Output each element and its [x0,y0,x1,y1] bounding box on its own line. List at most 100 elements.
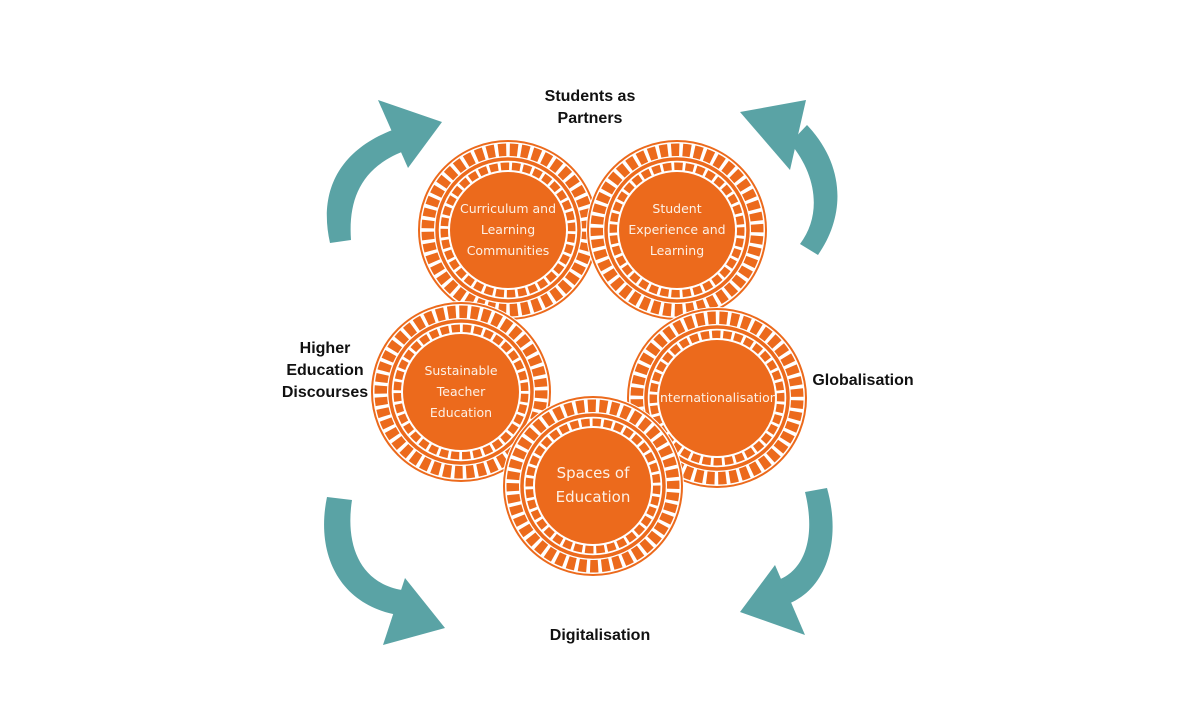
ring-brick [530,509,542,521]
ring-brick [557,165,573,181]
ring-brick [749,211,763,222]
ring-brick [712,154,726,169]
ring-brick [649,382,659,393]
circle-outer-rim [371,302,551,482]
ring-brick [470,306,480,320]
ring-brick [615,163,631,178]
ring-brick [522,343,538,357]
ring-brick [741,188,757,202]
ring-brick [628,291,642,306]
ring-brick [721,160,736,176]
ring-brick [495,288,505,298]
ring-brick [393,381,402,391]
ring-brick [527,354,543,367]
ring-brick [646,146,659,161]
ring-brick [508,350,519,362]
ring-brick [651,164,662,175]
ring-brick [749,320,763,336]
ring-brick [376,407,391,419]
ring-brick [430,184,445,198]
ring-brick [425,252,441,265]
ring-brick [611,245,622,256]
ring-brick [428,444,439,455]
ring-brick [618,284,633,300]
ring-brick [689,333,700,344]
ring-brick [540,436,553,448]
ring-brick [746,199,761,212]
ring-brick [561,199,572,211]
ring-brick [430,461,442,476]
curved-arrow-icon [326,100,442,243]
ring-brick [735,215,745,225]
ring-brick [525,532,541,547]
circle-middle-rim [644,325,790,471]
ring-brick [506,470,521,481]
ring-brick [584,545,594,554]
ring-brick [682,288,692,298]
ring-brick [553,263,565,275]
ring-brick [491,439,503,450]
ring-brick [603,419,613,429]
ring-brick [749,235,764,245]
ring-brick [452,286,467,302]
ring-brick [736,178,752,192]
ring-brick [784,420,800,433]
ring-brick [410,341,422,353]
ring-brick [534,377,548,388]
ring-brick [743,255,759,269]
ring-brick [509,504,524,516]
bottom-right-arrow-body [765,488,833,608]
ring-brick [425,195,441,208]
ring-brick [753,440,765,452]
ring-brick [403,322,418,338]
ring-brick [638,442,650,454]
ring-brick [536,518,548,530]
ring-brick [455,267,467,279]
ring-brick [724,456,734,466]
ring-brick [459,305,468,319]
ring-brick [473,147,486,163]
ring-brick [506,482,520,492]
ring-brick [695,165,706,176]
ring-brick [472,448,483,459]
ring-brick [483,329,494,340]
ring-brick [587,399,597,413]
ring-brick [423,310,436,326]
ring-brick [616,537,628,549]
circle-core [659,340,775,456]
label-line: Partners [557,110,623,127]
ring-brick [669,344,681,356]
ring-brick [507,423,519,435]
arrows-group [324,100,838,645]
circle-core [403,334,519,450]
ring-brick [462,152,476,167]
ring-brick [476,462,488,477]
ring-brick [446,195,457,207]
ring-brick [451,324,461,333]
ring-brick [631,374,646,386]
ring-brick [671,289,680,298]
ring-brick [734,452,745,463]
ring-brick [596,545,606,554]
ring-brick [780,353,796,367]
ring-brick [549,286,564,302]
ring-brick [704,170,716,181]
ring-brick [440,217,450,227]
label-higher-education-discourses: Higher Education Discourses [260,338,390,404]
ring-brick [530,297,543,313]
ring-brick [564,271,580,286]
ring-brick [637,417,652,432]
ring-brick [683,315,696,330]
bottom-left-arrow-head [383,578,445,645]
circle-core [619,172,735,288]
ring-brick [419,334,431,345]
ring-brick [638,279,650,290]
ring-brick [443,165,459,181]
ring-brick [412,315,426,331]
